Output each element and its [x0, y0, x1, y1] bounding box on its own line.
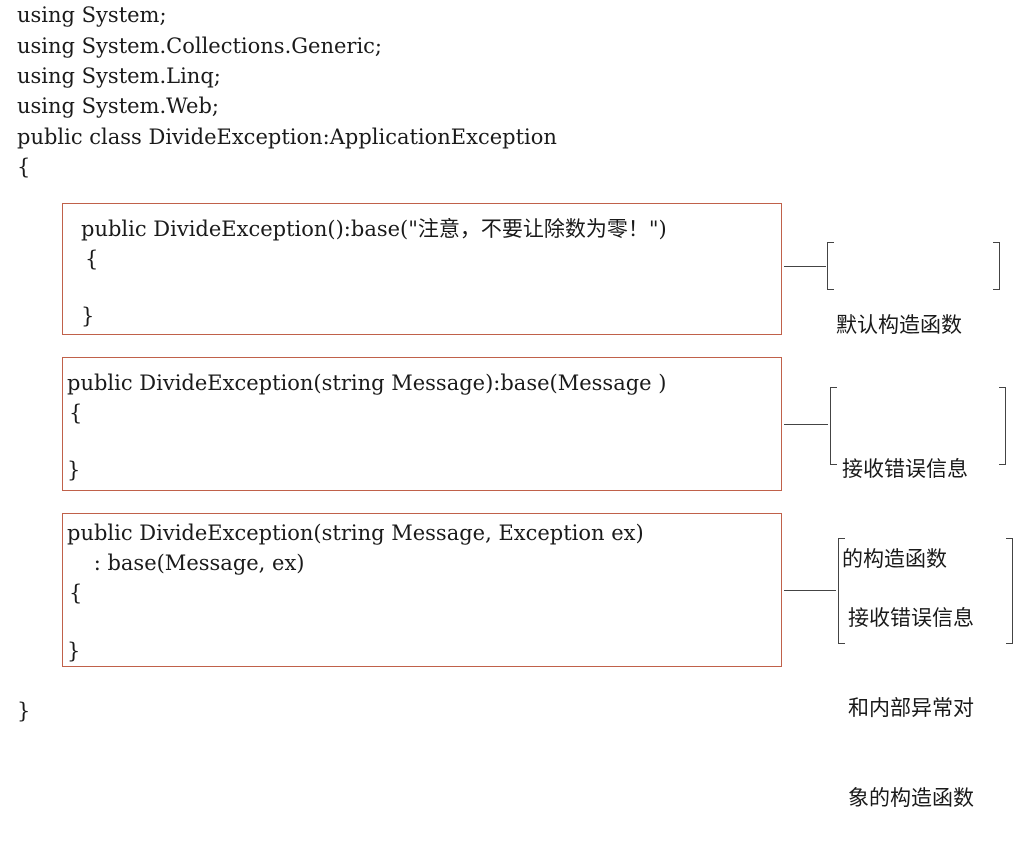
- box-inner-line-close: }: [67, 639, 81, 663]
- connector-default: [784, 266, 826, 267]
- code-line-close-brace: }: [17, 699, 31, 723]
- constructor-box-inner-exception: public DivideException(string Message, E…: [62, 513, 782, 667]
- box-message-line-close: }: [67, 458, 81, 482]
- annotation-inner-line-3: 象的构造函数: [848, 786, 974, 810]
- connector-inner-exception: [784, 590, 836, 591]
- box-message-line-signature: public DivideException(string Message):b…: [67, 371, 667, 395]
- annotation-inner-line-1: 接收错误信息: [848, 606, 974, 630]
- code-line-using-web: using System.Web;: [17, 94, 219, 118]
- annotation-message-line-2: 的构造函数: [842, 547, 947, 571]
- bracket-left-message: [830, 387, 837, 465]
- box-inner-line-signature: public DivideException(string Message, E…: [67, 521, 644, 545]
- bracket-right-message: [999, 387, 1006, 465]
- constructor-box-default: public DivideException():base("注意，不要让除数为…: [62, 203, 782, 335]
- box-inner-line-open: {: [69, 581, 83, 605]
- connector-message: [784, 424, 828, 425]
- bracket-left-default: [827, 242, 834, 290]
- annotation-message: 接收错误信息 的构造函数: [842, 394, 968, 604]
- code-line-using-linq: using System.Linq;: [17, 64, 221, 88]
- box-default-line-signature: public DivideException():base("注意，不要让除数为…: [81, 217, 667, 241]
- box-inner-line-base-call: : base(Message, ex): [67, 551, 305, 575]
- box-default-line-open: {: [85, 247, 99, 271]
- code-line-using-collections: using System.Collections.Generic;: [17, 34, 382, 58]
- annotation-default-line-1: 默认构造函数: [836, 313, 962, 337]
- annotation-message-line-1: 接收错误信息: [842, 457, 968, 481]
- code-line-class-declaration: public class DivideException:Application…: [17, 125, 557, 149]
- bracket-right-default: [993, 242, 1000, 290]
- code-line-using-system: using System;: [17, 3, 167, 27]
- annotation-inner-exception: 接收错误信息 和内部异常对 象的构造函数: [848, 543, 974, 843]
- box-default-line-close: }: [81, 304, 95, 328]
- annotation-inner-line-2: 和内部异常对: [848, 696, 974, 720]
- annotation-default: 默认构造函数: [836, 250, 962, 370]
- box-message-line-open: {: [69, 401, 83, 425]
- bracket-right-inner-exception: [1006, 538, 1013, 644]
- constructor-box-message: public DivideException(string Message):b…: [62, 357, 782, 491]
- bracket-left-inner-exception: [838, 538, 845, 644]
- code-line-open-brace: {: [17, 155, 31, 179]
